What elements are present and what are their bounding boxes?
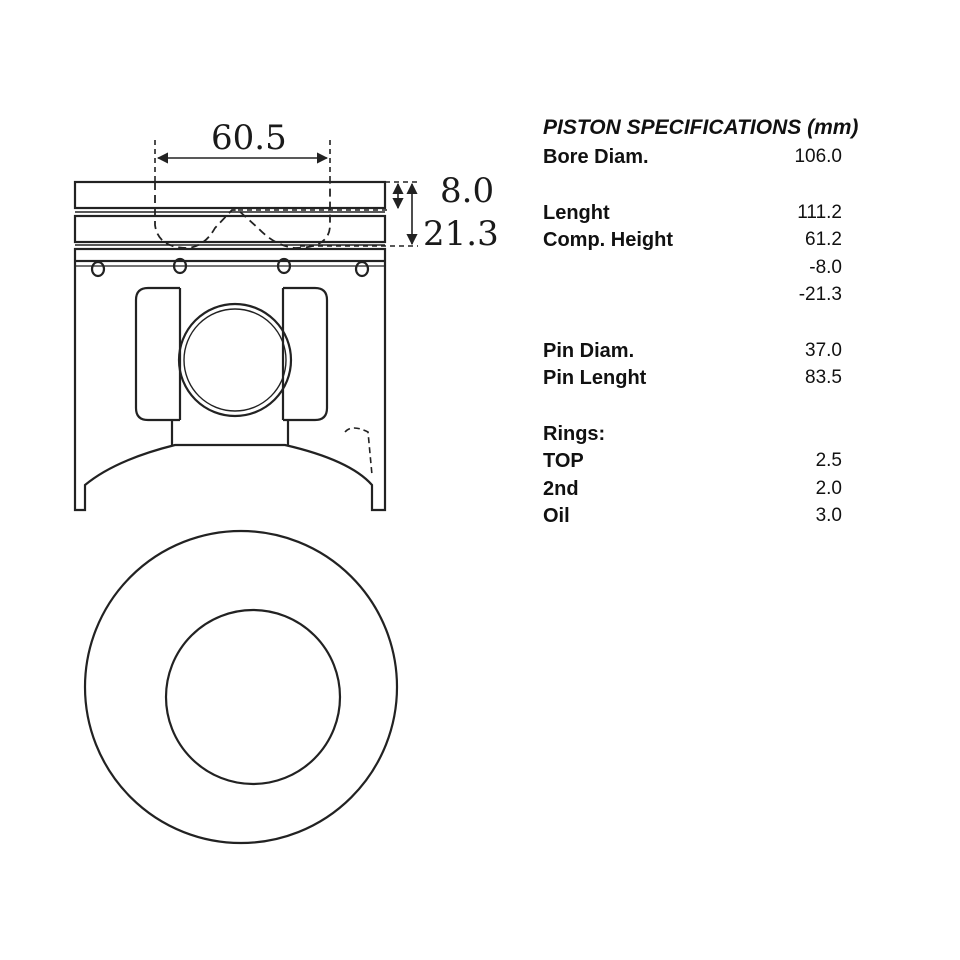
spec-row: -21.3: [543, 284, 943, 312]
second-land: [73, 214, 387, 244]
spec-label: Oil: [543, 505, 570, 527]
spec-group-gap: [543, 312, 943, 340]
spec-label: Rings:: [543, 422, 606, 445]
specifications-title: PISTON SPECIFICATIONS (mm): [543, 116, 859, 139]
pin-bore-inner: [183, 308, 287, 412]
spec-label: Pin Lenght: [543, 367, 647, 389]
spec-label: Pin Diam.: [543, 339, 635, 362]
spec-row: Rings:: [543, 423, 943, 451]
spec-value: 61.2: [805, 229, 842, 250]
spec-row: TOP 2.5: [543, 450, 943, 478]
piston-crown-outer: [83, 529, 399, 845]
spec-value: 111.2: [797, 201, 842, 223]
spec-value: 2.0: [815, 477, 842, 499]
top-land: [73, 180, 387, 210]
spec-value: 37.0: [805, 339, 842, 361]
dimension-lines: [154, 140, 418, 246]
oil-ring-land: [73, 247, 387, 263]
spec-row: Oil 3.0: [543, 505, 943, 533]
dim-ring-zone: 21.3: [423, 214, 499, 254]
spec-row: -8.0: [543, 257, 943, 285]
dim-top-land: 8.0: [440, 171, 494, 211]
dim-crown-width: 60.5: [211, 118, 287, 158]
spec-label: Lenght: [543, 201, 610, 224]
piston-skirt: [73, 262, 387, 512]
spec-label: TOP: [543, 450, 584, 472]
spec-group-gap: [543, 174, 943, 202]
spec-value: 2.5: [815, 450, 842, 471]
spec-row: Lenght 111.2: [543, 202, 943, 230]
spec-row: Pin Diam. 37.0: [543, 340, 943, 368]
spec-label: Bore Diam.: [543, 146, 649, 168]
pin-bore: [177, 302, 293, 418]
pin-boss-right: [283, 286, 329, 422]
spec-value: -21.3: [798, 284, 842, 305]
spec-value: 83.5: [805, 367, 842, 388]
spec-value: 3.0: [815, 505, 842, 526]
spec-row: Bore Diam. 106.0: [543, 146, 943, 174]
spec-value: 106.0: [794, 146, 842, 167]
spec-row: Comp. Height 61.2: [543, 229, 943, 257]
spec-label: Comp. Height: [543, 229, 673, 251]
spec-value: -8.0: [809, 256, 842, 278]
spec-row: 2nd 2.0: [543, 478, 943, 506]
piston-side-view: [73, 180, 387, 512]
spec-group-gap: [543, 395, 943, 423]
specifications-panel: PISTON SPECIFICATIONS (mm) Bore Diam. 106…: [543, 116, 943, 533]
combustion-bowl-top: [164, 608, 342, 786]
spec-label: 2nd: [543, 477, 579, 500]
oil-hole: [354, 260, 370, 278]
pin-boss-left: [134, 286, 180, 422]
oil-hole: [90, 260, 106, 278]
piston-top-view: [83, 529, 399, 845]
spec-row: Pin Lenght 83.5: [543, 367, 943, 395]
